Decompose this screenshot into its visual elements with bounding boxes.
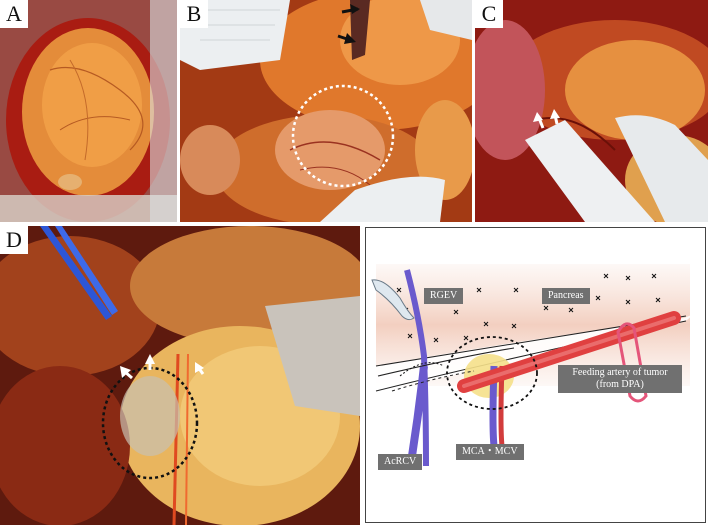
- diagram-frame: [365, 227, 706, 523]
- label-feeding-artery: Feeding artery of tumor (from DPA): [558, 365, 682, 393]
- label-acrcv: AcRCV: [378, 454, 423, 470]
- arrow-icon-c2: [550, 109, 560, 125]
- highlight-circle: [446, 336, 538, 410]
- arrow-icon-d1: [120, 366, 133, 380]
- arrow-icon-b1: [341, 4, 360, 14]
- retractor-icon: [371, 279, 415, 321]
- arrow-icon-d2: [145, 354, 155, 370]
- photo-panel-c: C: [475, 0, 708, 222]
- panel-label-d: D: [0, 226, 28, 254]
- label-feeding-artery-line2: (from DPA): [596, 379, 644, 390]
- photo-panel-b: B: [180, 0, 472, 222]
- diagram-panel-e: RGEV Pancreas Feeding artery of tumor (f…: [364, 226, 708, 525]
- panel-label-a: A: [0, 0, 28, 28]
- label-mca-mcv: MCA・MCV: [456, 444, 524, 460]
- label-rgev: RGEV: [424, 288, 464, 304]
- panel-label-b: B: [180, 0, 208, 28]
- acrcv-vein: [408, 365, 428, 457]
- photo-panel-a: A: [0, 0, 177, 222]
- tissue-marks: [396, 273, 669, 343]
- label-feeding-artery-line1: Feeding artery of tumor: [572, 367, 668, 378]
- label-pancreas: Pancreas: [542, 288, 590, 304]
- arrow-icon-c1: [533, 112, 545, 129]
- arrow-icon-d3: [195, 362, 205, 375]
- surgical-photo-d: [0, 226, 360, 525]
- surgical-photo-a: [0, 0, 177, 222]
- rgev-vein: [404, 269, 429, 467]
- arrow-icon-b2: [337, 33, 356, 44]
- surgical-photo-c: [475, 0, 708, 222]
- dpa-loop: [616, 322, 648, 403]
- surgical-photo-b: [180, 0, 472, 222]
- photo-panel-d: D: [0, 226, 360, 525]
- panel-label-c: C: [475, 0, 503, 28]
